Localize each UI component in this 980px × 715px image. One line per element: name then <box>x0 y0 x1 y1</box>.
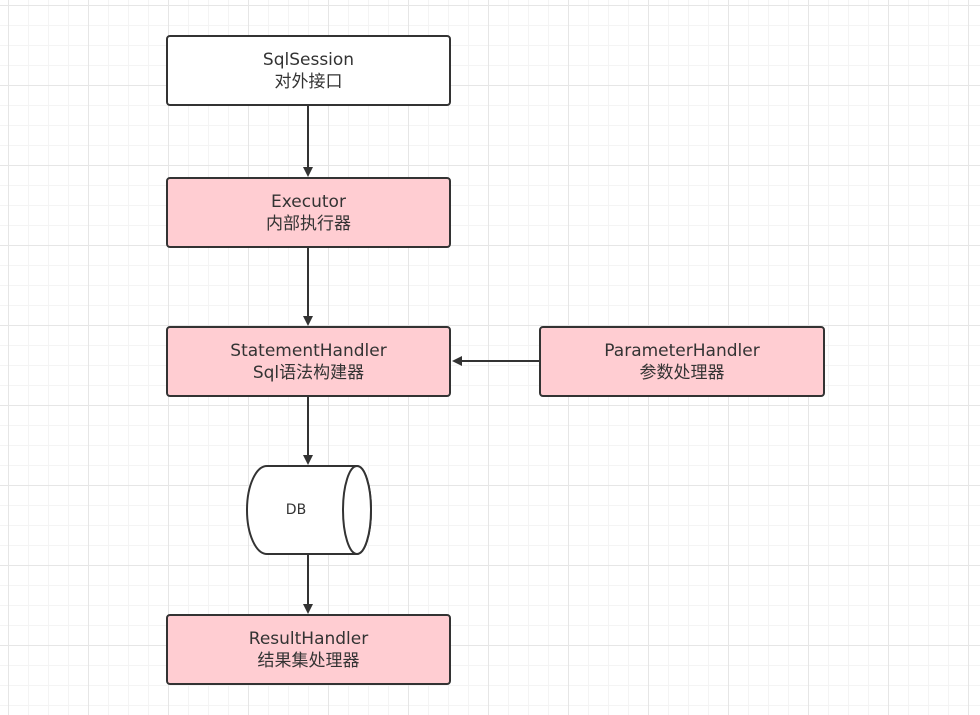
statementhandler-subtitle: Sql语法构建器 <box>252 362 365 383</box>
db-label: DB <box>285 502 307 518</box>
parameterhandler-subtitle: 参数处理器 <box>639 362 725 383</box>
resulthandler-node: ResultHandler 结果集处理器 <box>166 614 451 685</box>
sqlsession-node: SqlSession 对外接口 <box>166 35 451 106</box>
statementhandler-node: StatementHandler Sql语法构建器 <box>166 326 451 397</box>
executor-node: Executor 内部执行器 <box>166 177 451 248</box>
resulthandler-subtitle: 结果集处理器 <box>257 650 360 671</box>
executor-subtitle: 内部执行器 <box>266 213 351 234</box>
executor-title: Executor <box>271 191 346 212</box>
db-cylinder <box>246 465 372 555</box>
statementhandler-title: StatementHandler <box>230 340 387 361</box>
sqlsession-title: SqlSession <box>262 49 355 70</box>
parameterhandler-title: ParameterHandler <box>604 340 760 361</box>
db-cylinder-rim <box>342 465 372 555</box>
resulthandler-title: ResultHandler <box>248 628 369 649</box>
parameterhandler-node: ParameterHandler 参数处理器 <box>539 326 825 397</box>
sqlsession-subtitle: 对外接口 <box>274 71 343 92</box>
